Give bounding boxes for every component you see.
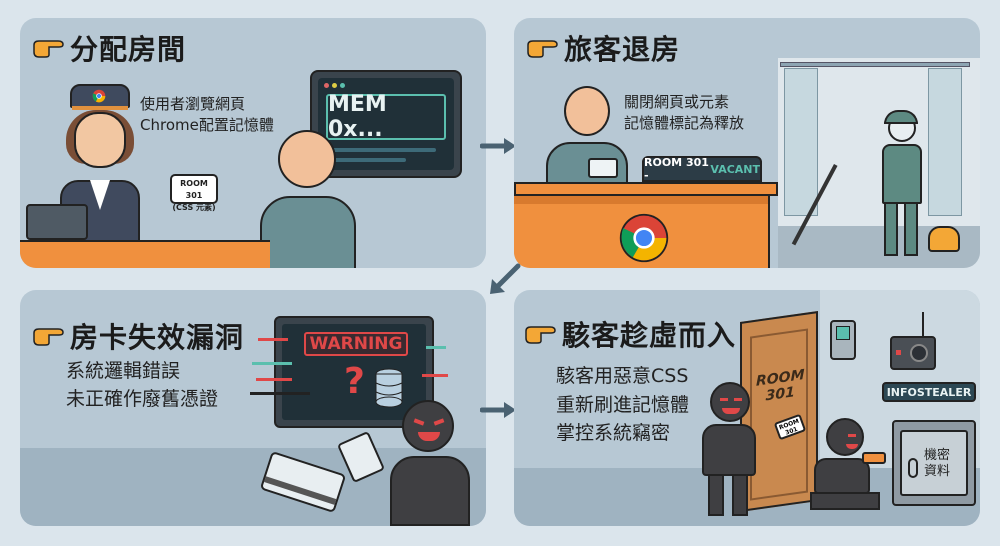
database-icon bbox=[374, 368, 404, 408]
flow-arrow-right bbox=[480, 136, 520, 156]
hacker bbox=[380, 400, 470, 526]
reception-desk bbox=[514, 196, 770, 268]
chrome-logo-icon bbox=[618, 212, 670, 264]
panel-description: 駭客用惡意CSS 重新刷進記憶體 掌控系統竊密 bbox=[556, 365, 690, 444]
curtain-right bbox=[928, 68, 962, 216]
panel-title: 駭客趁虛而入 bbox=[524, 314, 736, 354]
room-card: ROOM 301 (CSS 元素) bbox=[170, 174, 218, 212]
panel-title: 旅客退房 bbox=[526, 28, 680, 68]
vacancy-sign: ROOM 301 - VACANT bbox=[642, 156, 762, 182]
panel-hacker-intrusion: 駭客趁虛而入 駭客用惡意CSS 重新刷進記憶體 掌控系統竊密 ROOM 301 … bbox=[514, 290, 980, 526]
panel-description: 關閉網頁或元素 記憶體標記為釋放 bbox=[624, 93, 745, 132]
receptionist bbox=[60, 84, 140, 244]
monitor: MEM 0x... bbox=[310, 70, 462, 178]
camera-device bbox=[890, 312, 936, 370]
pointing-hand-icon bbox=[526, 37, 560, 59]
wall-device bbox=[830, 320, 856, 360]
panel-allocate-room: 分配房間 使用者瀏覽網頁 Chrome配置記憶體 MEM 0x... ROOM … bbox=[20, 18, 486, 268]
pointing-hand-icon bbox=[524, 323, 558, 345]
safe-label: 機密 資料 bbox=[924, 448, 951, 479]
panel-title: 房卡失效漏洞 bbox=[32, 316, 244, 356]
drill-icon bbox=[862, 452, 886, 464]
flow-arrow-right bbox=[480, 400, 520, 420]
reception-desk-top bbox=[514, 182, 778, 196]
panel-guest-checkout: 旅客退房 關閉網頁或元素 記憶體標記為釋放 ROOM 301 - VACANT bbox=[514, 18, 980, 268]
guest bbox=[260, 130, 356, 268]
warning-label: WARNING bbox=[304, 332, 408, 356]
safe-icon: 機密 資料 bbox=[892, 420, 976, 506]
guest bbox=[546, 86, 642, 192]
infostealer-label: INFOSTEALER bbox=[882, 382, 976, 402]
panel-description: 使用者瀏覽網頁 Chrome配置記憶體 bbox=[140, 95, 274, 134]
panel-description: 系統邏輯錯誤 未正確作廢舊憑證 bbox=[66, 360, 219, 410]
pointing-hand-icon bbox=[32, 37, 66, 59]
pointing-hand-icon bbox=[32, 325, 66, 347]
chrome-logo-icon bbox=[92, 88, 106, 103]
glitch-monitor: WARNING ? bbox=[250, 316, 448, 428]
hacker bbox=[700, 382, 772, 518]
panel-room-card-flaw: 房卡失效漏洞 系統邏輯錯誤 未正確作廢舊憑證 WARNING ? bbox=[20, 290, 486, 526]
panel-title: 分配房間 bbox=[32, 28, 186, 68]
question-mark: ? bbox=[344, 361, 365, 402]
curtain-left bbox=[784, 68, 818, 216]
id-card-icon bbox=[588, 158, 618, 178]
hacker-with-drill bbox=[810, 418, 890, 518]
memory-address-display: MEM 0x... bbox=[326, 92, 446, 142]
desk-computer bbox=[26, 204, 88, 240]
cleaner-with-vacuum bbox=[791, 110, 960, 264]
reception-desk bbox=[20, 240, 270, 268]
flow-arrow-down-left bbox=[486, 262, 522, 298]
